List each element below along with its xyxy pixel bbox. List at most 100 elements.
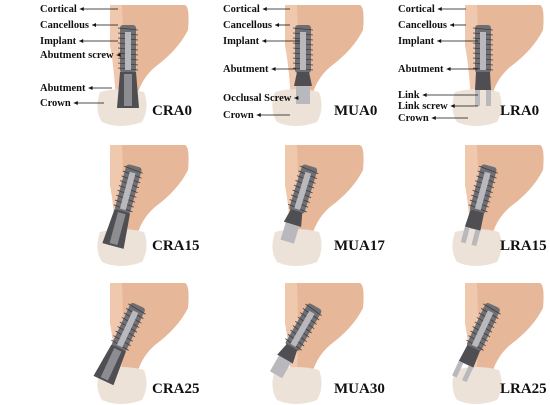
inner-screw	[480, 32, 486, 70]
part-label: Abutment	[398, 64, 444, 75]
labels-mua: CorticalCancellousImplantAbutmentOcclusa…	[223, 4, 300, 121]
part-label: Cortical	[398, 4, 435, 15]
implant-thread	[123, 165, 143, 174]
implant-panel-mua17: MUA17	[272, 145, 385, 266]
abutment	[475, 72, 491, 90]
implant-thread	[117, 27, 139, 31]
implant-assembly	[452, 302, 501, 383]
arrow-head	[446, 67, 451, 71]
arrow-head	[262, 7, 267, 11]
arrow-head	[437, 7, 442, 11]
crown-shape	[452, 367, 502, 404]
part-label: Crown	[40, 98, 71, 109]
inner-screw	[116, 310, 139, 348]
implant-panel-lra0: LRA0	[452, 5, 544, 126]
abutment	[464, 209, 485, 231]
arrow-head	[271, 67, 276, 71]
arrow-head	[437, 39, 442, 43]
bone-block	[285, 283, 364, 378]
model-code-label: CRA25	[152, 381, 200, 397]
part-label: Implant	[223, 36, 260, 47]
implant-thread	[128, 303, 146, 315]
abutment	[294, 72, 312, 86]
part-label: Abutment screw	[40, 50, 114, 61]
implant-assembly	[102, 164, 143, 249]
implant-thread	[483, 303, 501, 315]
implant-assembly	[117, 25, 139, 108]
implant-assembly	[280, 164, 319, 244]
abutment	[458, 344, 481, 368]
link-screw	[471, 229, 481, 247]
crown-shape	[272, 229, 322, 266]
model-code-label: CRA15	[152, 238, 200, 254]
arrow-head	[431, 116, 436, 120]
part-label: Occlusal Screw	[223, 93, 292, 104]
implant-panel-cra15: CRA15	[97, 145, 200, 266]
part-label: Cortical	[40, 4, 77, 15]
abutment-screw	[124, 74, 132, 106]
implant-thread	[478, 165, 498, 174]
part-label: Link screw	[398, 101, 448, 112]
arrow-head	[88, 86, 93, 90]
part-label: Crown	[223, 110, 254, 121]
implant-assembly	[472, 25, 494, 106]
implant-thread	[472, 27, 494, 31]
arrow-head	[275, 23, 280, 27]
model-code-label: MUA30	[334, 381, 385, 397]
abutment-screw	[109, 212, 126, 246]
arrow-head	[262, 39, 267, 43]
abutment	[277, 344, 298, 364]
link-screw	[486, 90, 491, 106]
arrow-head	[422, 93, 427, 97]
cortical-layer	[465, 5, 478, 100]
implant-assembly	[269, 303, 322, 379]
link	[475, 90, 480, 106]
implant-assembly	[93, 302, 146, 386]
implant-panel-lra25: LRA25	[452, 283, 547, 404]
model-code-label: CRA0	[152, 103, 192, 119]
implant-assembly	[460, 164, 498, 247]
cortical-layer	[285, 5, 298, 100]
arrow-head	[450, 104, 455, 108]
occlusal-screw	[269, 355, 292, 379]
inner-screw	[290, 310, 315, 347]
occlusal-screw	[296, 86, 310, 104]
model-code-label: MUA0	[334, 103, 377, 119]
part-label: Crown	[398, 113, 429, 124]
part-label: Abutment	[40, 83, 86, 94]
implant-panel-lra15: LRA15	[452, 145, 547, 266]
implant-thread	[305, 303, 322, 317]
link-screw	[462, 365, 474, 383]
implant-panel-cra0: CRA0	[97, 5, 192, 126]
arrow-head	[79, 39, 84, 43]
link	[452, 360, 464, 378]
part-label: Implant	[398, 36, 435, 47]
implant-panel-mua0: MUA0	[272, 5, 377, 126]
model-code-label: MUA17	[334, 238, 385, 254]
inner-screw	[300, 32, 306, 70]
arrow-head	[294, 96, 299, 100]
model-code-label: LRA0	[500, 103, 539, 119]
arrow-head	[73, 101, 78, 105]
inner-screw	[294, 171, 312, 211]
part-label: Cancellous	[223, 20, 272, 31]
part-label: Abutment	[223, 64, 269, 75]
implant-panel-cra25: CRA25	[93, 283, 200, 404]
inner-screw	[119, 171, 136, 211]
abutment-screw	[100, 348, 122, 381]
implant-thread	[299, 165, 319, 175]
inner-screw	[471, 310, 494, 348]
labels-lra: CorticalCancellousImplantAbutmentLinkLin…	[398, 4, 478, 124]
part-label: Link	[398, 90, 420, 101]
inner-screw	[474, 171, 491, 211]
arrow-head	[79, 7, 84, 11]
occlusal-screw	[280, 222, 300, 244]
part-label: Cortical	[223, 4, 260, 15]
arrow-head	[450, 23, 455, 27]
inner-screw	[125, 32, 131, 70]
arrow-head	[92, 23, 97, 27]
